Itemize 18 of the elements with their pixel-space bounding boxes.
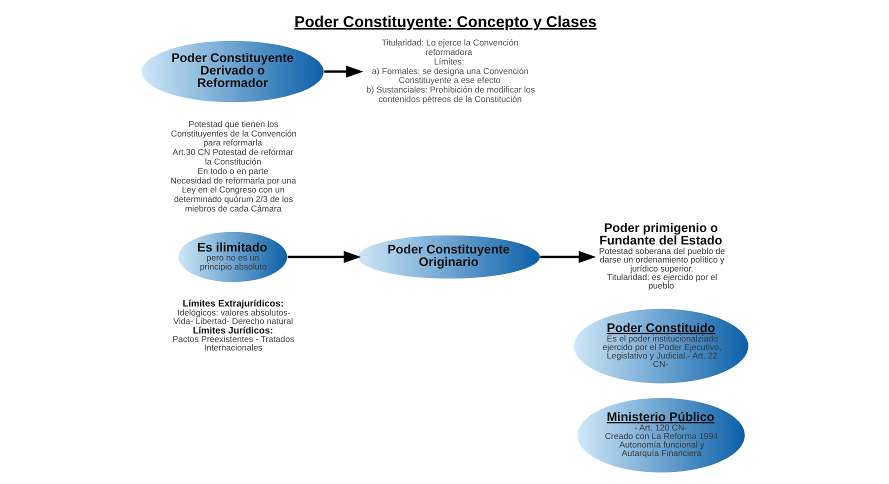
- node-ellipse: Poder Constituyente Derivado o Reformador: [140, 40, 324, 102]
- node-ellipse: Poder Constituyente Originario: [356, 234, 540, 279]
- node-text: Titularidad: Lo ejerce la Convención reformadora Límites: a) Formales: se designa una Convención Constituyente a ese efecto b) Sustanciales: Prohibición de modificar los contenidos pétreos de la Constitución: [366, 37, 534, 104]
- diagram-title: Poder Constituyente: Concepto y Clases: [294, 13, 596, 30]
- arrow: [324, 65, 363, 78]
- node-label: Potestad que tienen los Constituyentes de la Convención para reformarla: [170, 118, 296, 148]
- arrow: [287, 250, 360, 262]
- node-label: Necesidad de reformarla por una Ley en el Congreso con un determinado quórum 2/3 de los miebros de cada Cámara: [170, 174, 296, 213]
- node-label: Art.30 CN Potestad de reformar la Constitución: [172, 146, 293, 166]
- node-ellipse: Poder Constituido Es el poder institucionalziado ejercido por el Poder Ejecutivo, Legislativo y Judicial.- Art. 22 CN-: [572, 308, 749, 384]
- arrow: [540, 250, 596, 262]
- node-text: Poder primigenio o Fundante del Estado Potestad soberana del pueblo de darse un ordenamiento político y jurídico superior. Titularidad: es ejercido por el pueblo: [598, 220, 725, 290]
- node-label: Pactos Preexistentes - Tratados Internacionales: [172, 334, 294, 352]
- node-ellipse: Es ilimitado pero no es un principio absoluto: [177, 230, 288, 282]
- node-ellipse: Ministerio Público - Art. 120 CN- Creado con La Reforma 1994 Autonomía funcional y Autarquía Financiera: [576, 396, 746, 473]
- node-label: Límites Extrajurídicos:: [182, 298, 284, 308]
- node-label: Límites Jurídicos:: [192, 324, 273, 335]
- node-label: En todo o en parte: [197, 165, 268, 176]
